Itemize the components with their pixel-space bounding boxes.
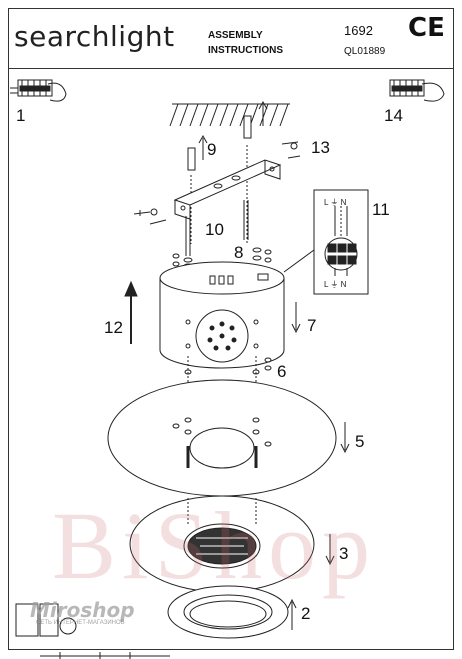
step-9-label: 9 <box>207 140 217 159</box>
arrow-step-2 <box>287 598 297 630</box>
model-code: QL01889 <box>344 46 386 57</box>
led-diffuser <box>129 495 315 593</box>
step-2-label: 2 <box>301 604 311 623</box>
step-3-label: 3 <box>339 544 349 563</box>
step-10-label: 10 <box>205 220 224 239</box>
arrow-step-12 <box>124 280 138 344</box>
corner-icons <box>15 603 77 637</box>
trim-ring <box>167 585 289 639</box>
title-line-1: ASSEMBLY <box>208 30 263 41</box>
hand-tool-icon-left <box>10 79 67 102</box>
title-line-2: INSTRUCTIONS <box>208 45 283 56</box>
arrow-step-5 <box>340 422 350 454</box>
wiring-diagram-box <box>283 189 369 295</box>
step-13-label: 13 <box>311 138 330 157</box>
page-frame <box>8 8 454 650</box>
step-7-label: 7 <box>307 316 317 335</box>
step-12-label: 12 <box>104 318 123 337</box>
step-5-label: 5 <box>355 432 365 451</box>
arrow-step-7 <box>291 302 301 334</box>
wiring-top-label: L ⏚ N <box>324 198 347 207</box>
arrow-step-3 <box>325 534 335 566</box>
step-8-label: 8 <box>234 243 244 262</box>
screws-step-6 <box>184 356 272 384</box>
step-11-label: 11 <box>372 200 390 219</box>
step-6-label: 6 <box>277 362 287 381</box>
watermark-subtitle: СЕТЬ ИНТЕРНЕТ-МАГАЗИНОВ <box>36 620 125 626</box>
bracket-screws <box>133 141 301 225</box>
ceiling-hatch <box>169 103 290 127</box>
watermark-logo: Miroshop <box>30 598 135 622</box>
brand-logo: searchlight <box>14 20 175 53</box>
bottom-edge-marks <box>40 652 170 659</box>
step-1-label: 1 <box>16 106 26 125</box>
watermark-text: BiShop <box>52 492 377 599</box>
mounting-screws <box>172 200 272 269</box>
header-divider <box>8 68 454 69</box>
ce-mark: CE <box>408 13 445 43</box>
mounting-bracket <box>173 159 282 220</box>
wall-plugs <box>187 100 268 244</box>
model-number: 1692 <box>344 23 373 38</box>
step-14-label: 14 <box>384 106 403 125</box>
wiring-bottom-label: L ⏚ N <box>324 280 347 289</box>
hand-tool-icon-right <box>389 79 445 102</box>
mounting-plate-disc <box>107 379 337 497</box>
canopy-housing <box>159 261 285 369</box>
